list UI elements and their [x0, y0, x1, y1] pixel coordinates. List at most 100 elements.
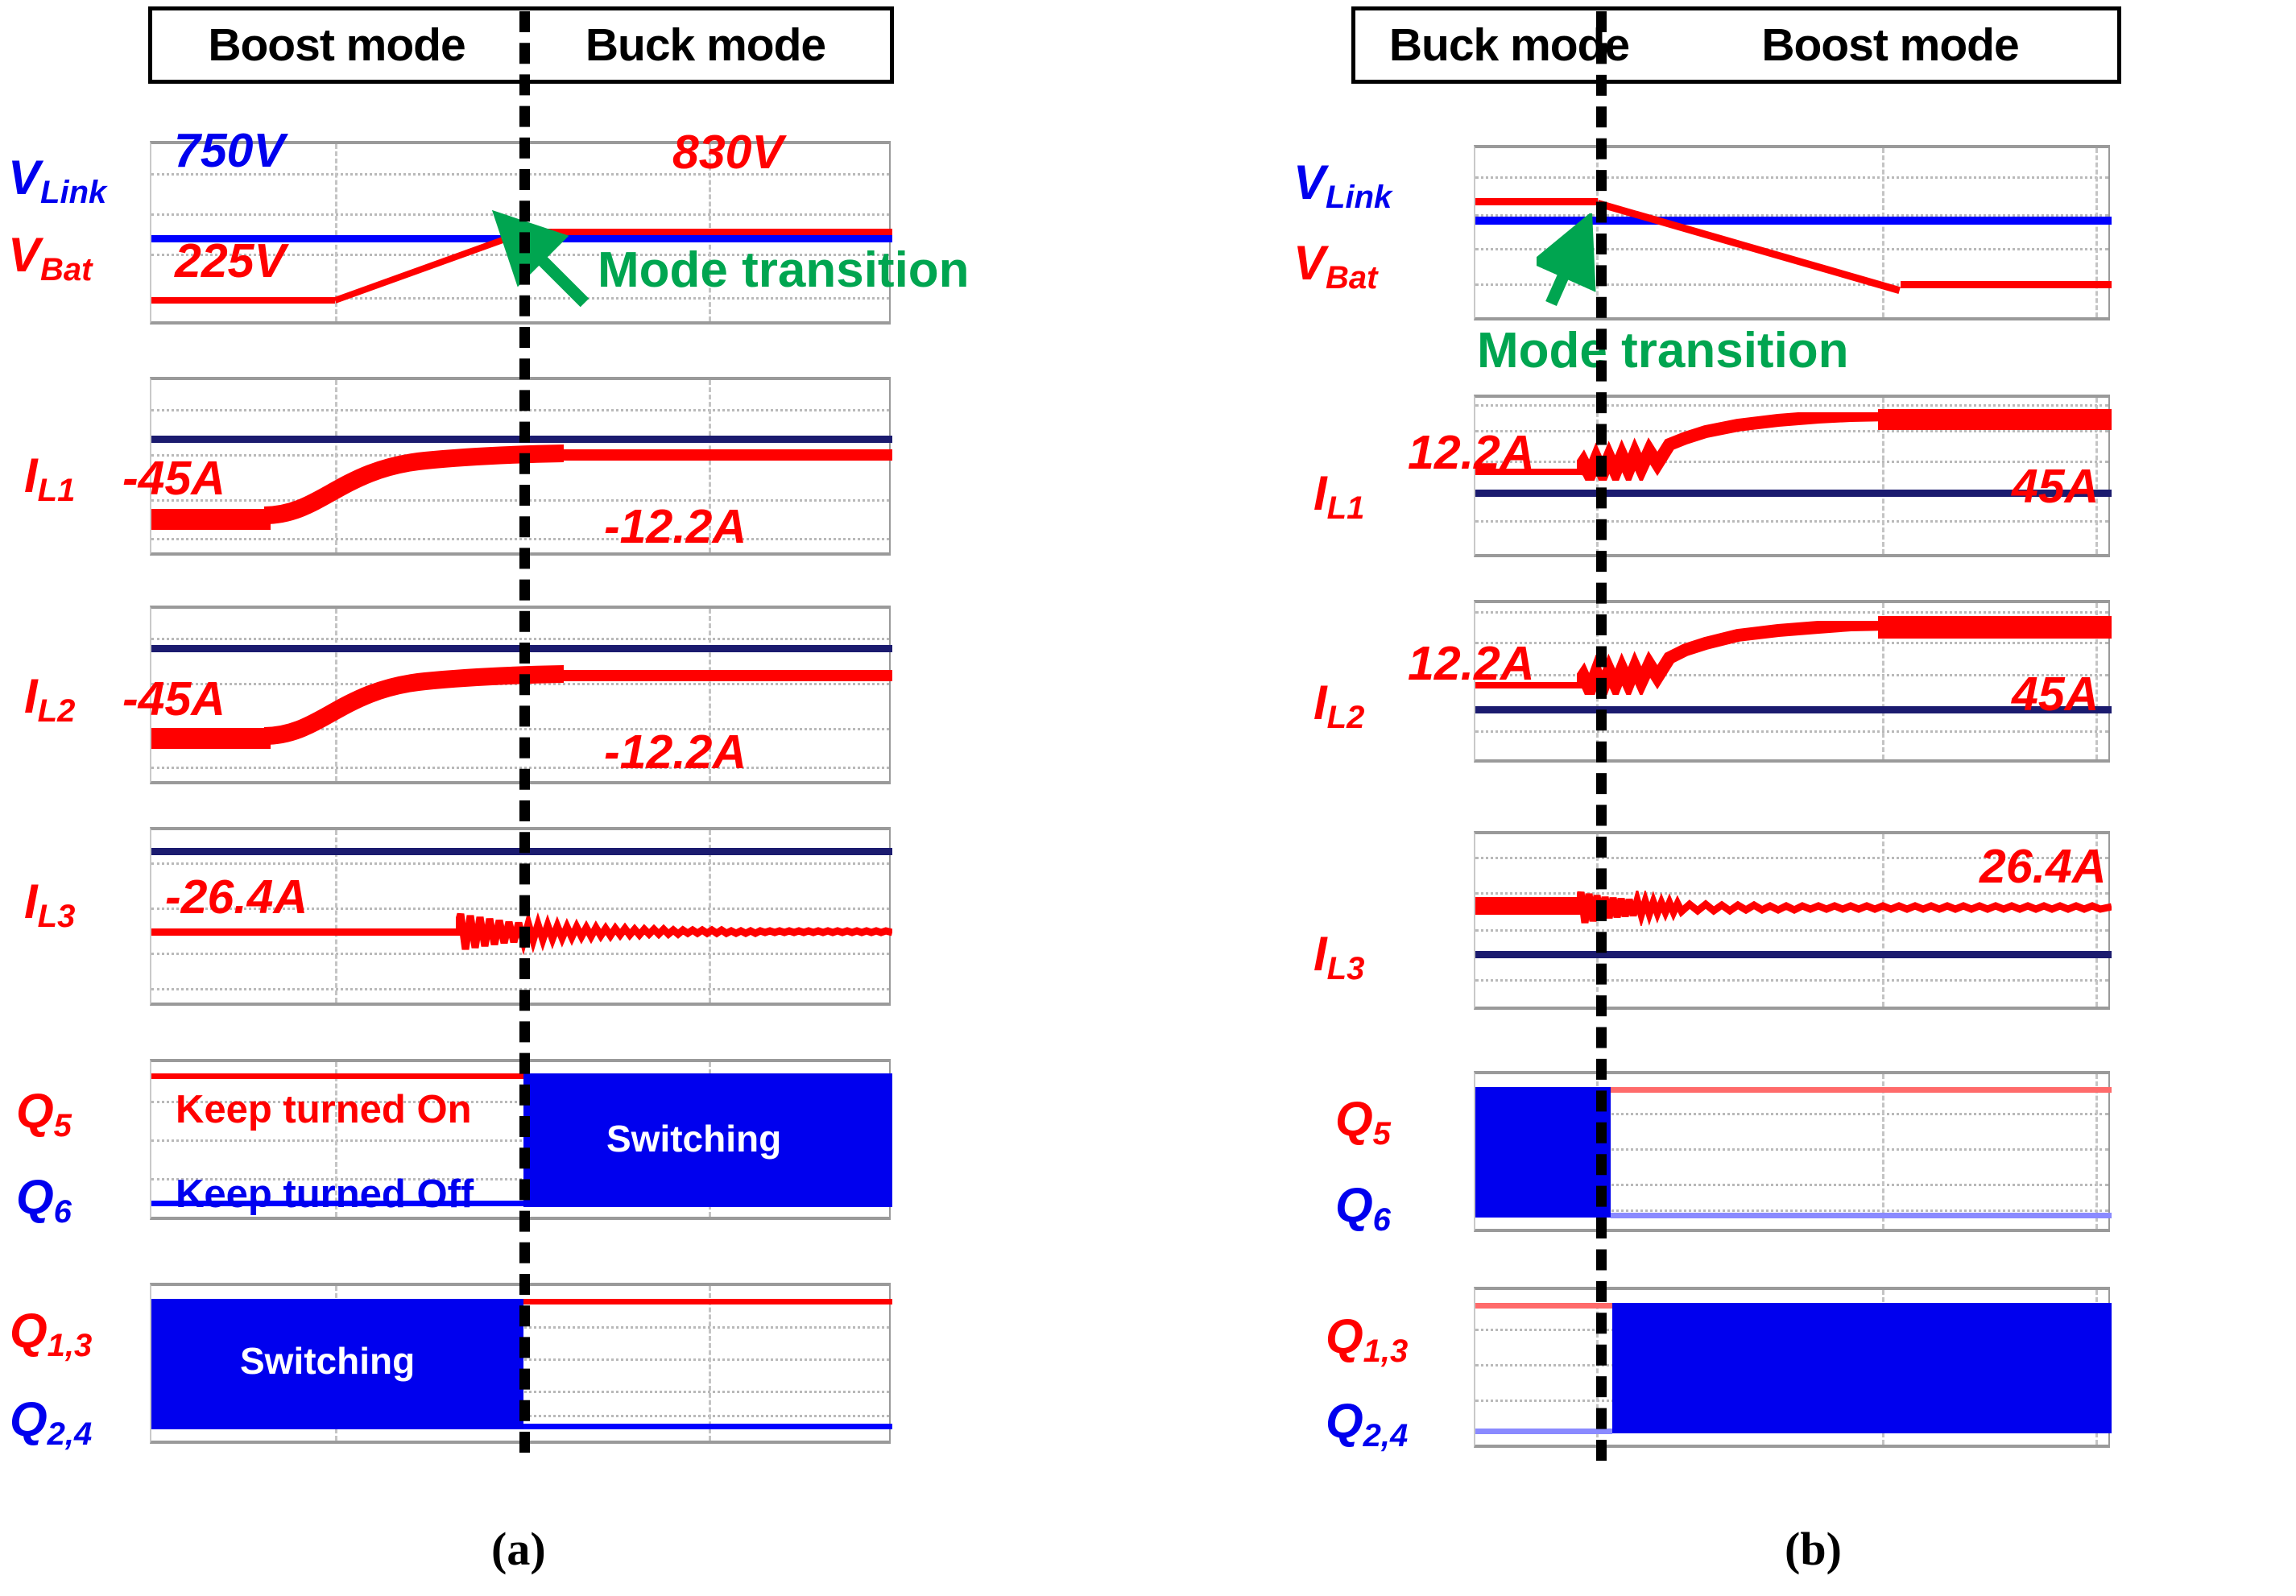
signal-label-vbat-b: VBat [1293, 236, 1378, 296]
mode-transition-marker-b [1596, 11, 1607, 1461]
mode-transition-marker-a [519, 11, 530, 1453]
scope-il3-b [1474, 831, 2112, 1010]
signal-label-q5-a: Q5 [16, 1084, 72, 1144]
gridline [2095, 603, 2098, 759]
gridline [335, 830, 337, 1003]
trace-q24-left-b [1475, 1429, 1612, 1434]
trace-zero-ref-b-il3 [1475, 951, 2112, 958]
gridline [1475, 730, 2108, 733]
switching-label-q1234-a: Switching [240, 1340, 416, 1382]
signal-label-vbat-a: VBat [8, 228, 93, 288]
gridline [1882, 1074, 1884, 1229]
trace-zero-ref-b-il1 [1475, 490, 2112, 497]
gridline [1475, 283, 2108, 286]
gridline [1475, 520, 2108, 523]
keep-on-label-a: Keep turned On [176, 1088, 472, 1131]
signal-label-q13-b: Q1,3 [1326, 1309, 1409, 1370]
value-il1-left-b: 12.2A [1408, 426, 1535, 479]
gridline [1475, 461, 2108, 463]
mode-transition-label-b: Mode transition [1477, 323, 1849, 378]
trace-vbat-flat-low-b [1901, 281, 2112, 288]
gridline [1882, 834, 1884, 1007]
signal-label-il1-b: IL1 [1313, 466, 1365, 527]
value-il3-left-a: -26.4A [165, 870, 308, 924]
gridline [709, 609, 711, 781]
gridline [2095, 834, 2098, 1007]
gridline [2095, 398, 2098, 554]
gridline [1475, 892, 2108, 895]
scope-q5-q6-b [1474, 1071, 2112, 1232]
gridline [709, 830, 711, 1003]
trace-vlink-b [1475, 217, 2112, 225]
trace-q24-right-a [523, 1424, 892, 1429]
trace-il2-flat-high-b [1878, 616, 2112, 639]
gridline [1475, 214, 2108, 217]
scope-q5-q6-a: Switching [150, 1059, 892, 1220]
gridline [1475, 430, 2108, 432]
switching-label-q56-a: Switching [606, 1118, 782, 1160]
trace-il2-flat-low-b [1475, 682, 1582, 688]
switching-block-q1234-a [151, 1299, 523, 1429]
gridline [2095, 148, 2098, 317]
gridline [1475, 642, 2108, 644]
gridline [1475, 248, 2108, 250]
value-il1-right-a: -12.2A [604, 500, 747, 553]
trace-zero-ref-b-il2 [1475, 706, 2112, 713]
signal-label-q5-b: Q5 [1335, 1092, 1391, 1152]
mode-header-b: Buck mode Boost mode [1351, 6, 2121, 84]
gridline [1475, 857, 2108, 859]
trace-q13-right-a [523, 1299, 892, 1305]
gridline [2095, 1074, 2098, 1229]
gridline [1475, 674, 2108, 676]
trace-q5-right-b [1611, 1087, 2112, 1093]
signal-label-il2-b: IL2 [1313, 676, 1365, 736]
figure-panel-b: Buck mode Boost mode VLink VBat Mode tra… [1148, 0, 2296, 1596]
trace-il3-flat-b [1475, 897, 1582, 915]
switching-block-q1234-b [1612, 1303, 2112, 1433]
gridline [1882, 148, 1884, 317]
gridline [1475, 1113, 2108, 1115]
panel-caption-a: (a) [491, 1523, 546, 1575]
trace-q6-right-b [1611, 1213, 2112, 1218]
mode-transition-arrow-b [1537, 213, 1596, 307]
signal-label-q6-b: Q6 [1335, 1178, 1391, 1238]
signal-label-q24-b: Q2,4 [1326, 1394, 1409, 1454]
gridline [1475, 979, 2108, 982]
mode-label-left-b: Buck mode [1388, 19, 1630, 71]
trace-il3-flat-a [151, 928, 465, 936]
value-il2-right-a: -12.2A [604, 726, 747, 779]
value-750v-a: 750V [174, 124, 285, 177]
trace-il2-rise-b [1577, 621, 1891, 695]
gridline [1475, 404, 2108, 407]
signal-label-vlink-b: VLink [1293, 155, 1392, 216]
trace-il3-ring-b [1577, 891, 2112, 926]
switching-block-q56-b [1475, 1087, 1611, 1218]
trace-vbat-flat-high-a [524, 229, 892, 235]
signal-label-q13-a: Q1,3 [10, 1304, 93, 1364]
switching-block-q56-a [523, 1073, 892, 1207]
value-225v-a: 225V [175, 234, 286, 287]
trace-vbat-flat-low-a [151, 297, 335, 304]
scope-q13-q24-b [1474, 1287, 2112, 1448]
value-il2-right-b: 45A [2012, 668, 2099, 721]
trace-q6-off-a [151, 1201, 523, 1206]
gridline [709, 1286, 711, 1441]
panel-caption-b: (b) [1785, 1523, 1842, 1575]
signal-label-il2-a: IL2 [24, 669, 76, 730]
scope-il1-b [1474, 395, 2112, 557]
mode-transition-label-a: Mode transition [598, 242, 970, 298]
signal-label-vlink-a: VLink [8, 151, 107, 211]
figure-panel-a: Boost mode Buck mode VLink VBat 750V 225… [8, 6, 970, 1575]
value-il2-left-a: -45A [122, 672, 225, 726]
gridline [335, 144, 337, 321]
scope-il2-b [1474, 600, 2112, 763]
gridline [335, 1062, 337, 1217]
value-il2-left-b: 12.2A [1408, 637, 1535, 690]
gridline [709, 380, 711, 552]
trace-il1-flat-high-b [1878, 409, 2112, 430]
trace-il2-flat-low-a [151, 728, 271, 749]
value-il1-right-b: 45A [2012, 460, 2099, 513]
gridline [335, 609, 337, 781]
trace-il2-flat-high-a [522, 670, 892, 681]
value-il3-right-b: 26.4A [1980, 840, 2107, 893]
